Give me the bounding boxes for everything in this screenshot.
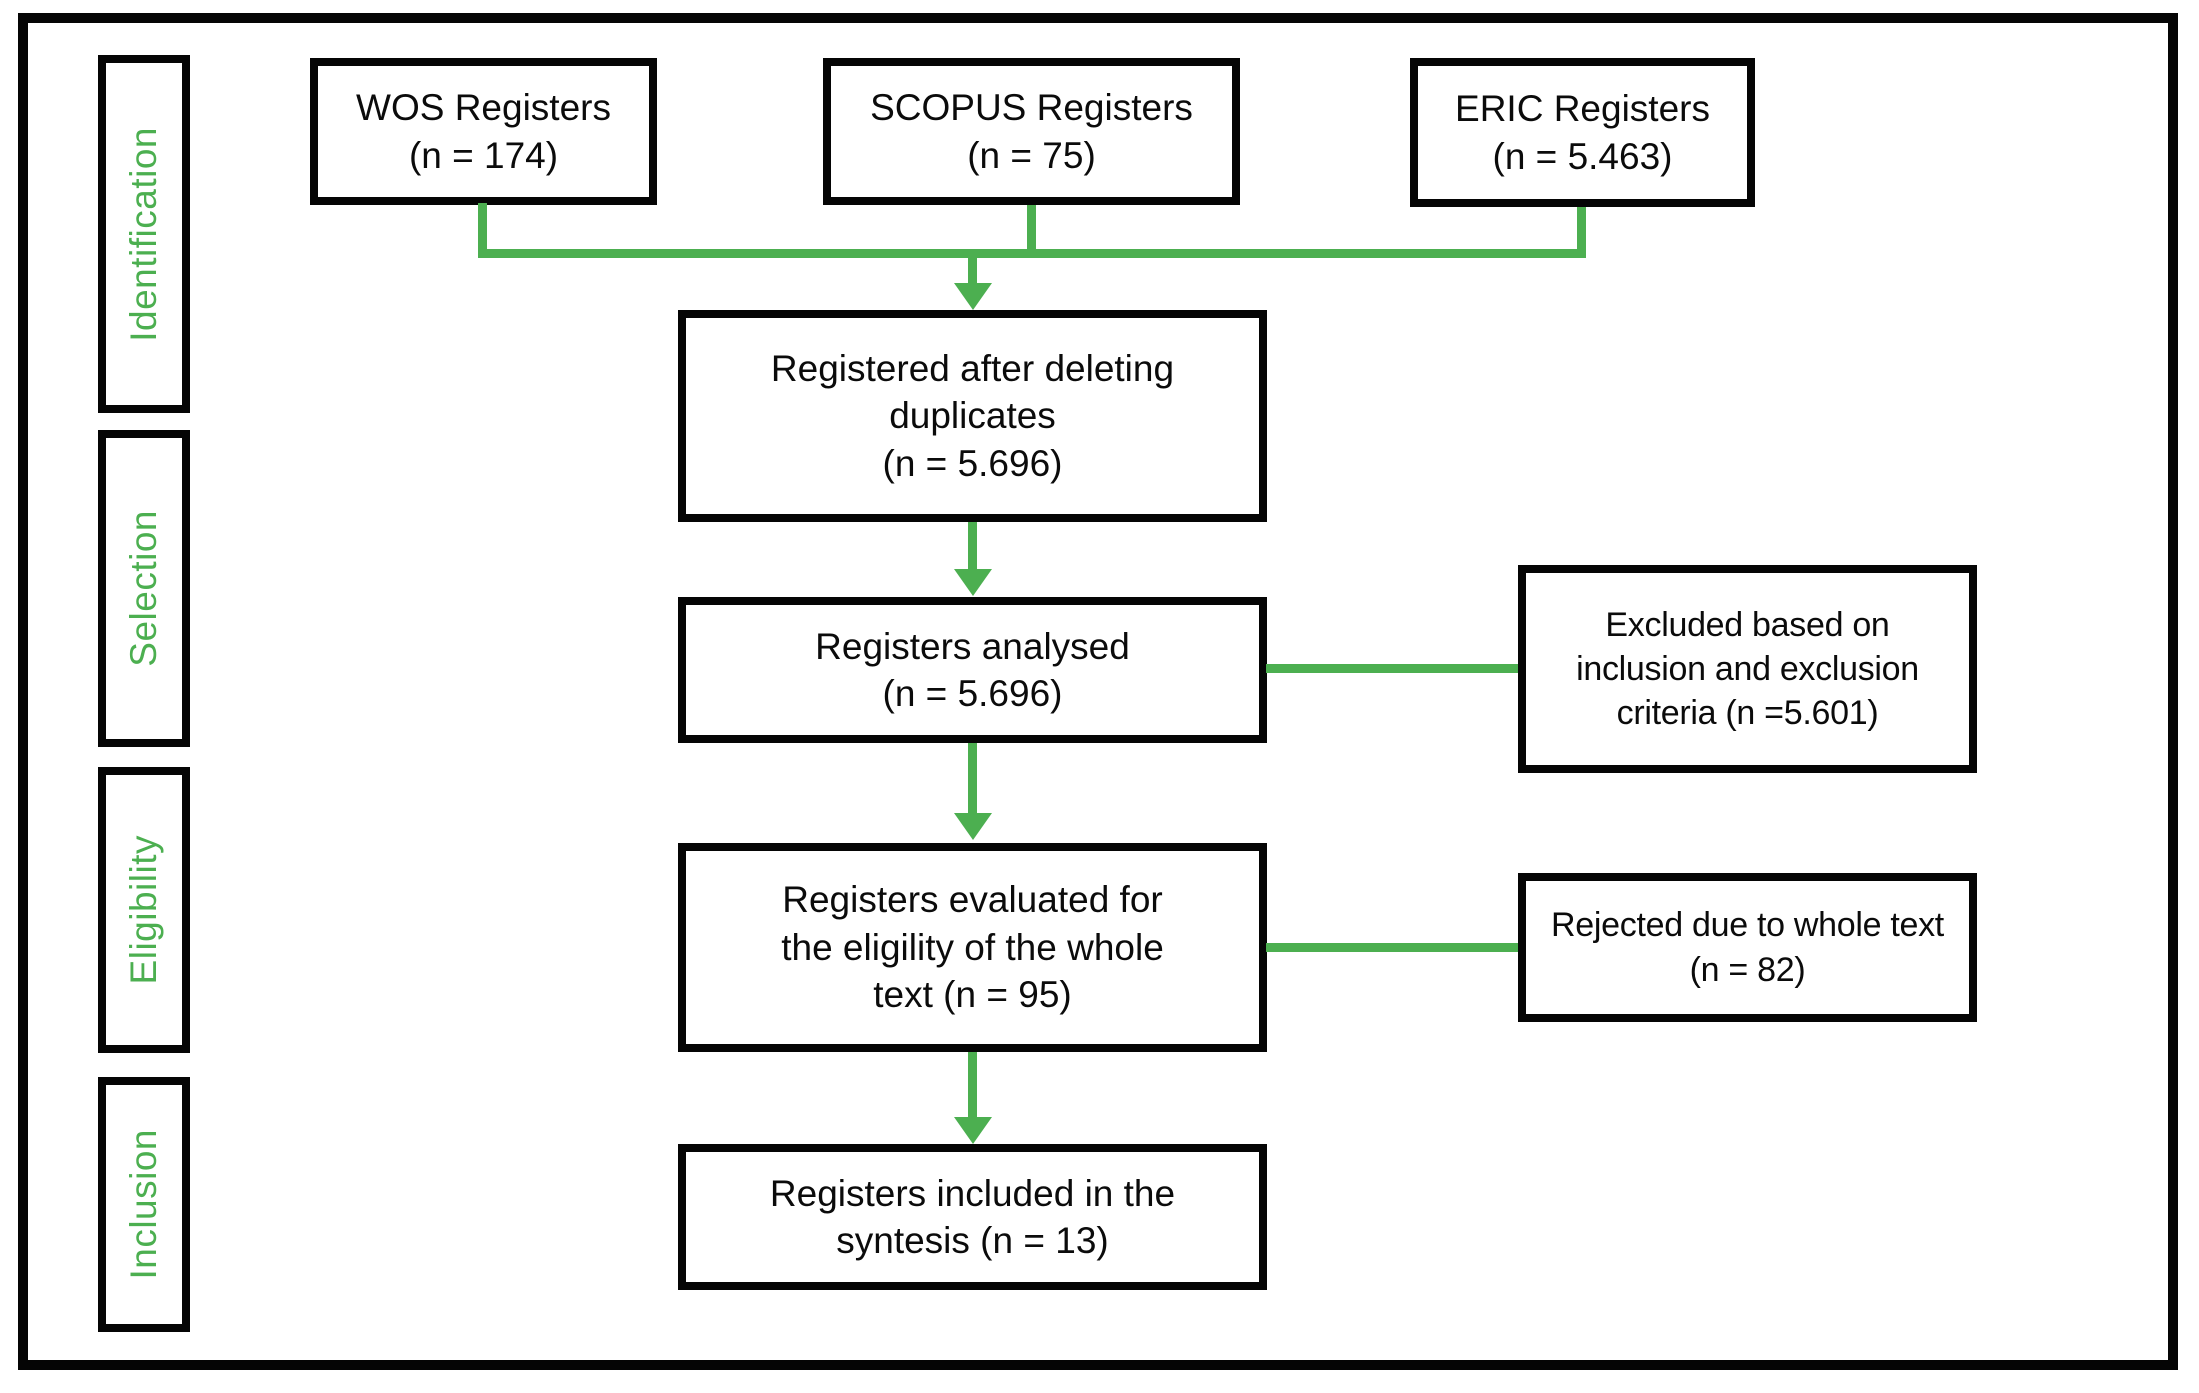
node-rejected-whole-text: Rejected due to whole text (n = 82)	[1518, 873, 1977, 1022]
node-registers-analysed: Registers analysed (n = 5.696)	[678, 597, 1267, 743]
stage-label-eligibility: Eligibility	[98, 767, 190, 1053]
connector-wos-drop	[478, 203, 487, 258]
node-registers-evaluated: Registers evaluated for the eligility of…	[678, 843, 1267, 1052]
diagram-outer-frame	[18, 13, 2178, 1370]
stage-label-eligibility-text: Eligibility	[123, 835, 164, 985]
connector-eric-drop	[1577, 207, 1586, 258]
arrow-to-deduplicated-shaft	[968, 256, 977, 285]
arrow-to-evaluated-shaft	[968, 743, 977, 814]
node-excluded-criteria: Excluded based on inclusion and exclusio…	[1518, 565, 1977, 773]
connector-merge-horizontal	[478, 249, 1586, 258]
arrow-to-evaluated-head	[954, 813, 992, 840]
node-registers-included: Registers included in the syntesis (n = …	[678, 1144, 1267, 1290]
stage-label-selection: Selection	[98, 430, 190, 747]
node-scopus-registers: SCOPUS Registers (n = 75)	[823, 58, 1240, 205]
arrow-to-analysed-shaft	[968, 522, 977, 571]
connector-scopus-drop	[1027, 205, 1036, 258]
arrow-to-deduplicated-head	[954, 283, 992, 310]
arrow-to-included-head	[954, 1117, 992, 1144]
arrow-to-analysed-head	[954, 569, 992, 596]
stage-label-identification: Identification	[98, 55, 190, 413]
arrow-to-included-shaft	[968, 1052, 977, 1118]
connector-analysed-to-excluded	[1266, 664, 1518, 673]
node-wos-registers: WOS Registers (n = 174)	[310, 58, 657, 205]
stage-label-selection-text: Selection	[123, 510, 164, 667]
stage-label-identification-text: Identification	[123, 126, 164, 342]
node-eric-registers: ERIC Registers (n = 5.463)	[1410, 58, 1755, 207]
connector-evaluated-to-rejected	[1266, 943, 1518, 952]
stage-label-inclusion: Inclusion	[98, 1077, 190, 1332]
stage-label-inclusion-text: Inclusion	[123, 1129, 164, 1280]
node-registered-after-deleting-duplicates: Registered after deleting duplicates (n …	[678, 310, 1267, 522]
